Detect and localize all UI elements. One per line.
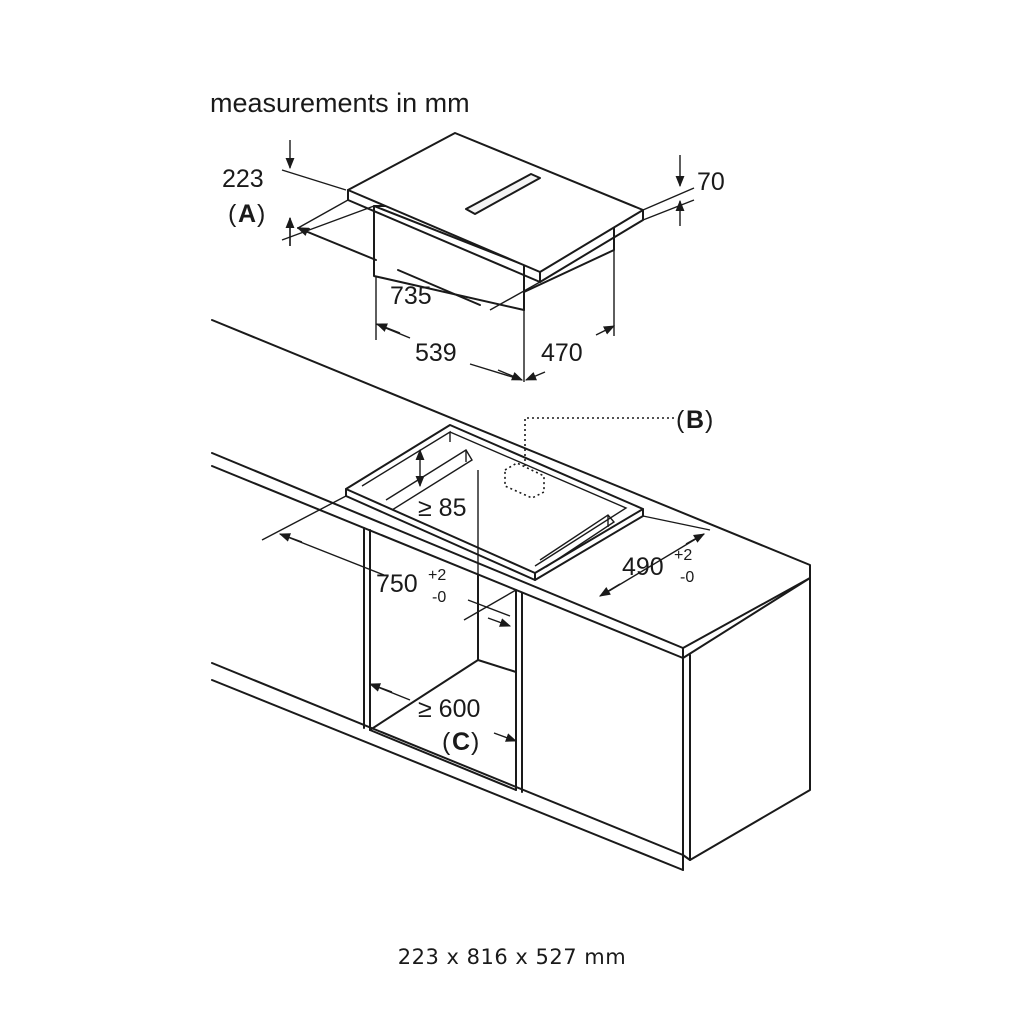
- label-c: ( C ): [442, 728, 479, 756]
- svg-text:(: (: [676, 406, 685, 434]
- hob-width-label: 735: [390, 282, 432, 310]
- dim-hob-height: [281, 140, 375, 246]
- countertop: [211, 319, 811, 659]
- dim-inner-width: [375, 276, 525, 382]
- dim-cabinet-width: [368, 683, 518, 742]
- cabinet-width-label: ≥ 600: [418, 695, 480, 723]
- svg-text:): ): [257, 200, 265, 228]
- dim-hob-width: [296, 199, 541, 311]
- overall-dimensions: 223 x 816 x 527 mm: [398, 945, 626, 969]
- hob-depth-label: 470: [541, 339, 583, 367]
- label-a: ( A ): [228, 200, 265, 228]
- cutout-depth-tol-plus: +2: [674, 547, 692, 564]
- label-a-letter: A: [238, 200, 256, 228]
- cutout-width-label: 750 +2 -0: [376, 567, 446, 606]
- svg-text:): ): [705, 406, 713, 434]
- dim-glass-thickness: [642, 155, 695, 226]
- min-depth-label: ≥ 85: [418, 494, 466, 522]
- label-b: ( B ): [676, 406, 713, 434]
- dim-cutout-width: [261, 495, 517, 627]
- units-note: measurements in mm: [210, 88, 470, 118]
- dim-cutout-depth: [599, 515, 711, 597]
- cutout-width-tol-minus: -0: [432, 589, 446, 606]
- cabinet: [211, 527, 811, 871]
- cutout-width-value: 750: [376, 570, 418, 598]
- cutout-opening: [345, 424, 644, 581]
- label-b-letter: B: [686, 406, 704, 434]
- glass-thickness-label: 70: [697, 168, 725, 196]
- cutout-depth-value: 490: [622, 553, 664, 581]
- inner-width-label: 539: [415, 339, 457, 367]
- cutout-depth-tol-minus: -0: [680, 569, 694, 586]
- svg-text:(: (: [228, 200, 237, 228]
- hob-height-label: 223: [222, 165, 264, 193]
- cutout-width-tol-plus: +2: [428, 567, 446, 584]
- cutout-depth-label: 490 +2 -0: [622, 547, 694, 586]
- svg-text:(: (: [442, 728, 451, 756]
- vent-marker-b: [504, 417, 674, 499]
- dim-hob-depth: [524, 250, 616, 381]
- label-c-letter: C: [452, 728, 470, 756]
- svg-text:): ): [471, 728, 479, 756]
